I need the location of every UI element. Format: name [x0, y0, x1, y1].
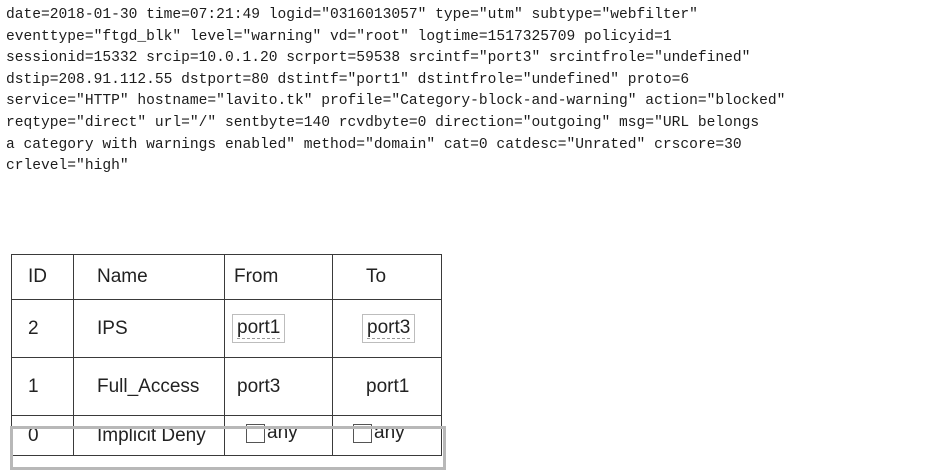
- policy-to-cell: port1: [332, 357, 442, 416]
- table-header-row: ID Name From To: [11, 254, 442, 300]
- from-any-option[interactable]: any: [246, 422, 298, 444]
- table-row[interactable]: 1 Full_Access port3 port1: [11, 357, 442, 416]
- to-any-label: any: [374, 422, 405, 444]
- table-row-implicit-deny[interactable]: 0 Implicit Deny any any: [11, 415, 442, 456]
- table-row[interactable]: 2 IPS port1 port3: [11, 299, 442, 358]
- policy-from-cell: port1: [224, 299, 333, 358]
- policy-id: 2: [11, 299, 74, 358]
- policy-from-cell: any: [224, 415, 333, 456]
- policy-to-cell: port3: [332, 299, 442, 358]
- log-line: dstip=208.91.112.55 dstport=80 dstintf="…: [6, 71, 690, 88]
- log-line: eventtype="ftgd_blk" level="warning" vd=…: [6, 28, 672, 45]
- log-line: date=2018-01-30 time=07:21:49 logid="031…: [6, 7, 698, 23]
- to-interface-value: port1: [366, 375, 410, 397]
- from-any-checkbox[interactable]: [246, 423, 265, 443]
- policy-id: 1: [11, 357, 74, 416]
- log-line: reqtype="direct" url="/" sentbyte=140 rc…: [6, 114, 760, 131]
- from-interface-value: port3: [237, 375, 281, 397]
- log-line: service="HTTP" hostname="lavito.tk" prof…: [6, 93, 786, 110]
- policy-name: Full_Access: [73, 357, 225, 416]
- to-any-checkbox[interactable]: [353, 423, 372, 443]
- policy-name: IPS: [73, 299, 225, 358]
- policy-to-cell: any: [332, 415, 442, 456]
- header-to: To: [332, 254, 442, 300]
- from-interface-value: port1: [237, 317, 281, 339]
- policy-name: Implicit Deny: [73, 415, 225, 456]
- log-line: a category with warnings enabled" method…: [6, 136, 742, 153]
- policy-from-cell: port3: [224, 357, 333, 416]
- log-line: crlevel="high": [6, 158, 129, 175]
- to-any-option[interactable]: any: [353, 422, 405, 444]
- to-interface-field[interactable]: port3: [362, 314, 416, 343]
- log-text: date=2018-01-30 time=07:21:49 logid="031…: [6, 5, 785, 178]
- header-from: From: [224, 254, 333, 300]
- header-id: ID: [11, 254, 74, 300]
- header-name: Name: [73, 254, 225, 300]
- policy-id: 0: [11, 415, 74, 456]
- from-interface-field[interactable]: port1: [232, 314, 286, 343]
- log-line: sessionid=15332 srcip=10.0.1.20 scrport=…: [6, 50, 751, 67]
- to-interface-value: port3: [367, 317, 411, 339]
- policy-table: ID Name From To 2 IPS port1 port3 1 Full…: [11, 254, 442, 456]
- from-any-label: any: [267, 422, 298, 444]
